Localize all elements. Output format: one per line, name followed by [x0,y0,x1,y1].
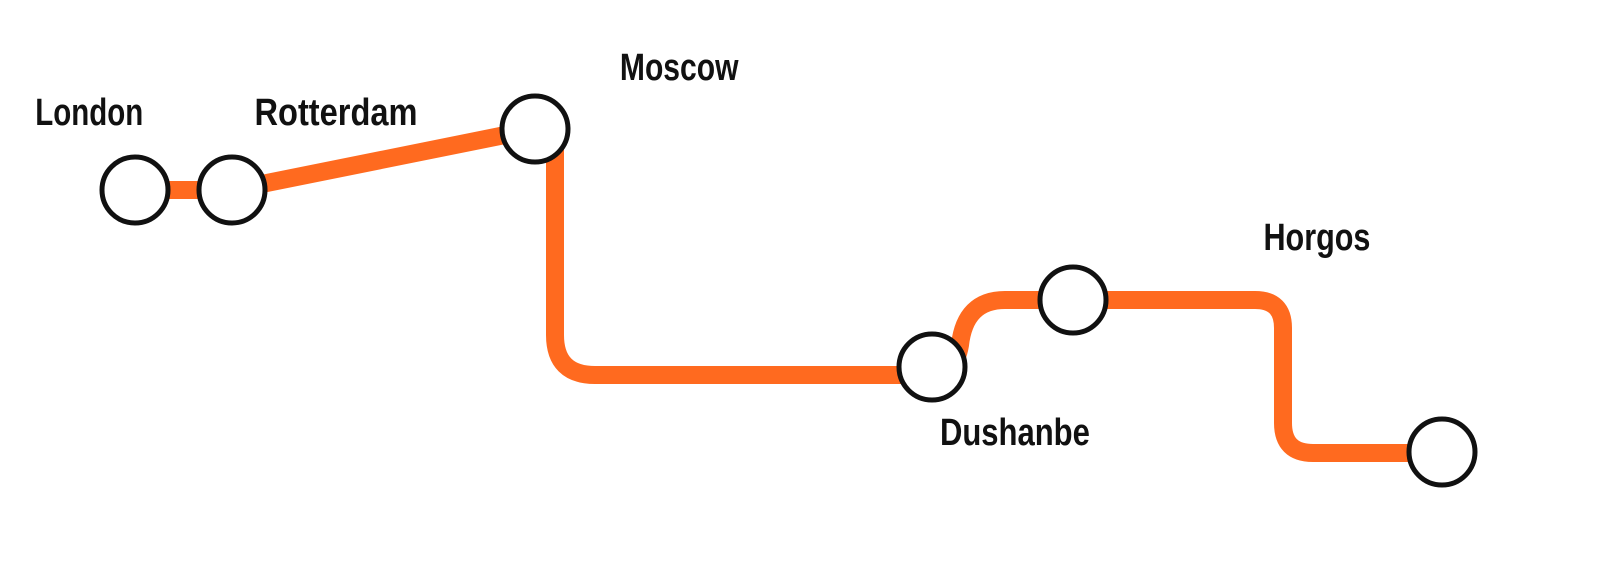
station-node-rotterdam [196,154,268,226]
station-node-dushanbe [896,331,968,403]
station-label-moscow: Moscow [620,47,739,89]
route-line [135,120,1445,462]
station-node-horgos [1037,264,1109,336]
station-label-dushanbe: Dushanbe [940,412,1090,454]
station-node-moscow [499,93,571,165]
station-label-london: London [35,91,143,133]
station-node-london [99,154,171,226]
station-node-beijing [1406,416,1478,488]
station-label-rotterdam: Rotterdam [255,91,418,134]
station-label-horgos: Horgos [1263,217,1370,259]
